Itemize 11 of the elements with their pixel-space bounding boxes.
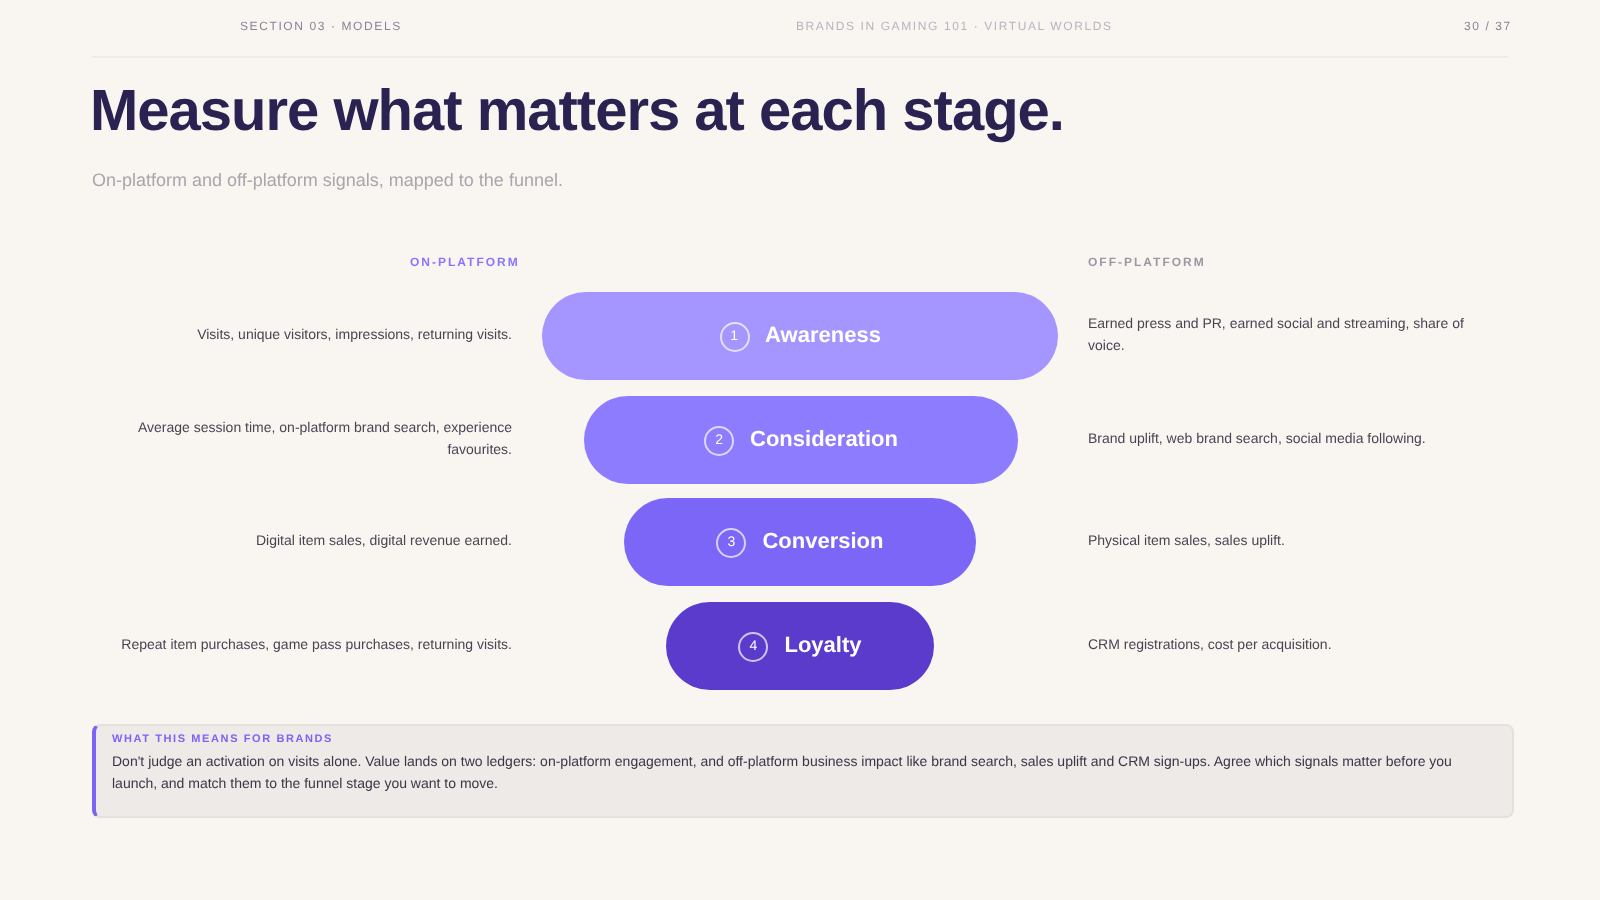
funnel-stage (666, 602, 934, 690)
callout-box (92, 724, 1514, 818)
funnel-stage (624, 498, 976, 586)
stage-name: Loyalty (784, 634, 862, 658)
slide-title: Measure what matters at each stage. (90, 80, 1064, 146)
stage-name: Conversion (762, 530, 884, 554)
funnel-stage (584, 396, 1018, 484)
stage-name: Awareness (765, 324, 881, 348)
subtitle: On-platform and off-platform signals, mapped to the funnel. (92, 170, 563, 190)
stage-name: Consideration (750, 428, 898, 452)
funnel-stage (542, 292, 1058, 380)
